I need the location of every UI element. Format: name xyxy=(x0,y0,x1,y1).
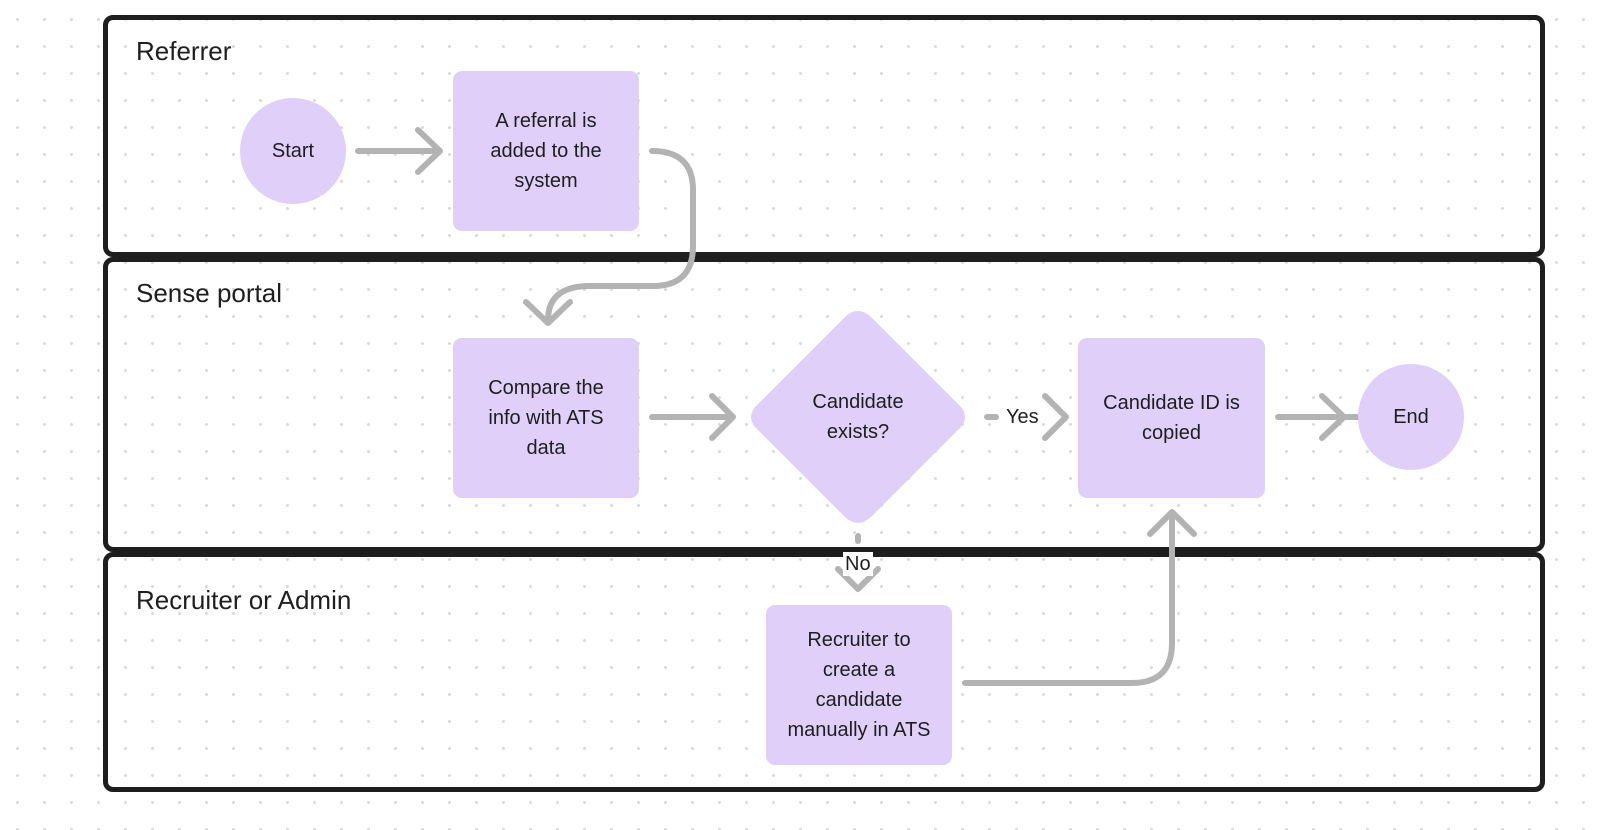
edge-label-no: No xyxy=(843,552,873,576)
edge-label-yes: Yes xyxy=(1004,405,1041,429)
arrowhead-referral xyxy=(415,127,443,175)
process-compare-ats[interactable]: Compare the info with ATS data xyxy=(453,338,639,498)
lane-title-recruiter-or-admin: Recruiter or Admin xyxy=(136,585,352,615)
decision-diamond-shape xyxy=(751,311,965,523)
process-recruiter-create-candidate[interactable]: Recruiter to create a candidate manually… xyxy=(766,605,952,765)
process-candidate-id-copied[interactable]: Candidate ID is copied xyxy=(1078,338,1265,498)
arrowhead-candidate-copied xyxy=(1042,393,1069,441)
process-compare-ats-label: Compare the info with ATS data xyxy=(488,377,604,459)
connector-referral-to-compare xyxy=(545,148,696,323)
swimlane-sense-portal: Sense portal xyxy=(103,257,1545,552)
process-referral-added-label: A referral is added to the system xyxy=(490,110,602,192)
end-node-label: End xyxy=(1393,406,1429,428)
arrowhead-copied-from-below xyxy=(1147,509,1197,537)
start-node-label: Start xyxy=(271,140,315,162)
start-node[interactable]: Start xyxy=(240,98,346,204)
swimlane-recruiter-or-admin: Recruiter or Admin xyxy=(103,552,1545,792)
process-recruiter-create-candidate-label: Recruiter to create a candidate manually… xyxy=(787,629,931,741)
decision-candidate-exists-label: Candidate exists? xyxy=(812,391,904,443)
arrowhead-end xyxy=(1319,393,1347,441)
process-candidate-id-copied-label: Candidate ID is copied xyxy=(1103,392,1240,444)
process-referral-added[interactable]: A referral is added to the system xyxy=(453,71,639,231)
arrowhead-decision xyxy=(709,393,736,441)
end-node[interactable]: End xyxy=(1358,364,1464,470)
lane-title-referrer: Referrer xyxy=(136,36,232,66)
swimlane-referrer: Referrer xyxy=(103,15,1545,257)
lane-title-sense-portal: Sense portal xyxy=(136,278,282,308)
connector-recruiter-to-copied xyxy=(962,511,1175,686)
arrowhead-compare xyxy=(523,299,573,326)
decision-candidate-exists[interactable]: Candidate exists? xyxy=(743,307,973,527)
